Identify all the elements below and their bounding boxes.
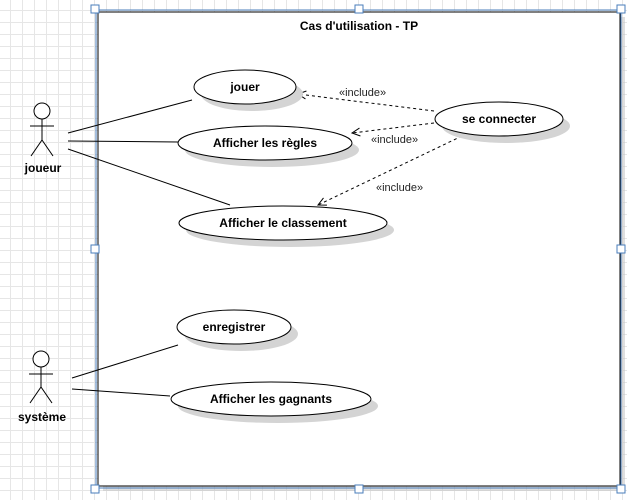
selection-handles[interactable] (90, 4, 626, 494)
actor-joueur[interactable] (30, 102, 54, 157)
association-joueur-regles[interactable] (67, 140, 179, 143)
use-case-afficher-regles[interactable]: Afficher les règles (177, 125, 359, 167)
use-case-label: Afficher le classement (219, 216, 346, 230)
actor-label-joueur: joueur (24, 161, 62, 175)
use-case-label: Afficher les règles (213, 136, 317, 150)
resize-handle-bottom-right[interactable] (616, 484, 626, 494)
include-label-classement: «include» (376, 182, 423, 194)
use-case-label: Afficher les gagnants (210, 392, 332, 406)
association-systeme-gagnants[interactable] (71, 388, 171, 397)
resize-handle-bottom[interactable] (354, 484, 364, 494)
use-case-afficher-classement[interactable]: Afficher le classement (178, 205, 394, 247)
use-case-label: enregistrer (203, 320, 266, 334)
include-label-jouer: «include» (339, 87, 386, 99)
resize-handle-top-right[interactable] (616, 4, 626, 14)
use-case-jouer[interactable]: jouer (193, 69, 303, 111)
system-title: Cas d'utilisation - TP (300, 19, 418, 33)
actor-head-icon (33, 102, 51, 120)
resize-handle-top[interactable] (354, 4, 364, 14)
actor-head-icon (32, 350, 50, 368)
include-arrow-classement[interactable] (318, 135, 463, 205)
resize-handle-right[interactable] (616, 244, 626, 254)
use-case-enregistrer[interactable]: enregistrer (176, 309, 298, 351)
resize-handle-top-left[interactable] (90, 4, 100, 14)
association-joueur-jouer[interactable] (67, 99, 193, 134)
use-case-label: se connecter (462, 112, 536, 126)
use-case-label: jouer (229, 80, 260, 94)
resize-handle-left[interactable] (90, 244, 100, 254)
include-label-regles: «include» (371, 134, 418, 146)
system-boundary[interactable] (95, 9, 625, 491)
include-arrow-jouer[interactable] (298, 94, 435, 112)
include-arrow-regles[interactable] (352, 122, 435, 133)
use-case-afficher-gagnants[interactable]: Afficher les gagnants (170, 381, 378, 423)
actor-label-systeme: système (18, 410, 66, 424)
association-systeme-enregistrer[interactable] (71, 344, 179, 379)
use-case-se-connecter[interactable]: se connecter (434, 101, 570, 143)
association-joueur-classement[interactable] (67, 148, 231, 206)
actor-systeme[interactable] (29, 350, 53, 404)
resize-handle-bottom-left[interactable] (90, 484, 100, 494)
